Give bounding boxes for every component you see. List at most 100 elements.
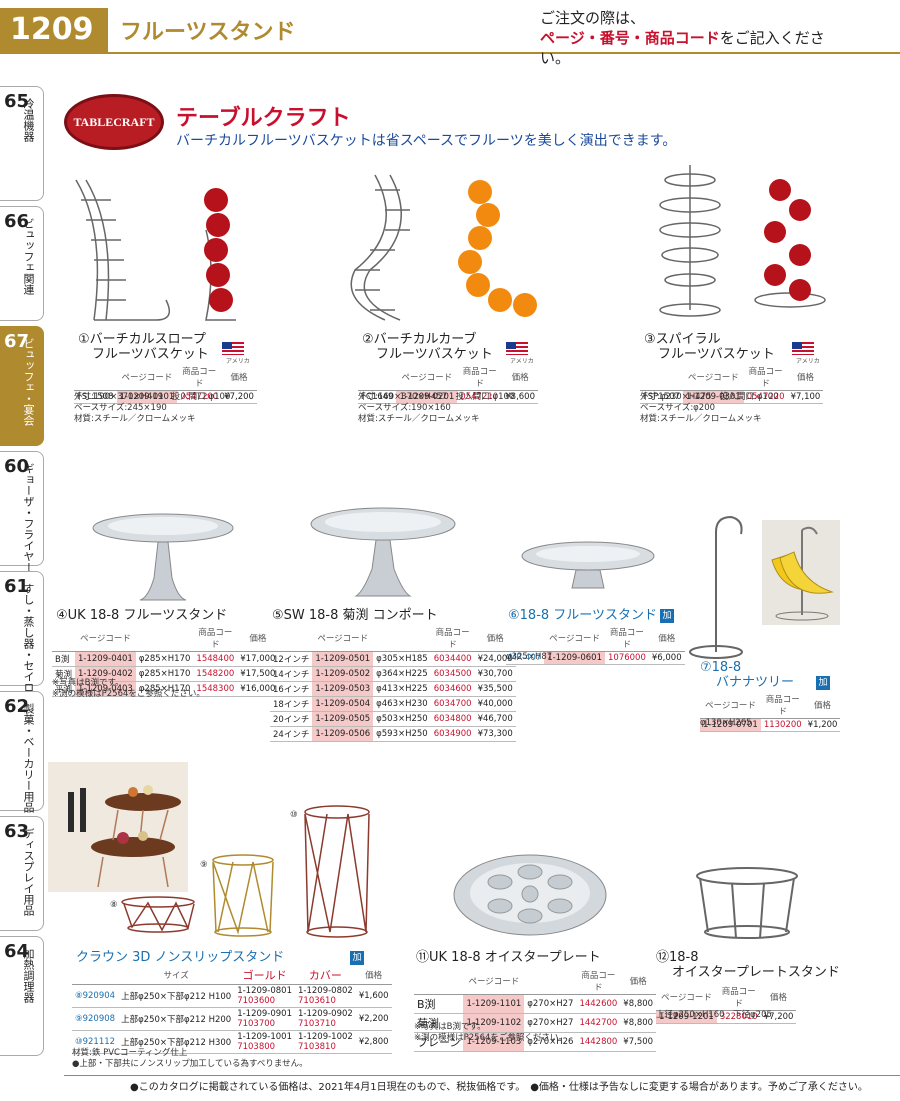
product-4-notes: ※写真はB渕です。※渕の模様はP2564をご参照ください。 xyxy=(52,678,205,700)
brand-name: テーブルクラフト xyxy=(176,106,351,131)
price: ¥46,700 xyxy=(474,711,516,727)
price: ¥1,200 xyxy=(804,718,841,732)
size-inch: 16インチ xyxy=(270,681,313,697)
page-code: 1-1209-0402 xyxy=(75,666,136,682)
side-tab-label: 加熱調理器 xyxy=(22,948,35,1003)
size-inch: 20インチ xyxy=(270,711,313,727)
side-tab-label: 製菓・ベーカリー用品 xyxy=(22,703,35,813)
price: ¥7,100 xyxy=(787,390,824,404)
price: ¥7,200 xyxy=(760,1010,797,1024)
processing-available-badge: 加 xyxy=(350,951,364,965)
col-header: 商品コード xyxy=(576,968,621,995)
page-code: 1-1209-0301 xyxy=(682,390,744,404)
product-3-title: ③スパイラルフルーツバスケット xyxy=(644,332,775,362)
fruit-stand-18-8-image xyxy=(521,541,655,589)
col-header: 商品コード xyxy=(177,364,222,391)
oyster-plate-stand-image xyxy=(696,867,798,939)
product-5-title: ⑤SW 18-8 菊渕 コンポート xyxy=(272,608,438,623)
flag-caption: アメリカ xyxy=(510,358,534,365)
size: φ593×H250 xyxy=(373,726,431,742)
product-7-title-line2: バナナツリー xyxy=(716,675,795,690)
side-tab-label: ビュッフェ関連 xyxy=(22,218,35,295)
col-header: サイズ xyxy=(118,966,235,985)
page-code: 1-1209-0701 xyxy=(700,718,761,732)
side-tab-label: すし・蒸し器・セイロ類 xyxy=(22,583,35,704)
label-9: ⑨ xyxy=(200,860,208,870)
note-line: 材質:スチール／クロームメッキ xyxy=(640,414,762,424)
note-line: 外寸:190×370×H419 投入間口:φ100 xyxy=(74,392,231,402)
price: ¥40,000 xyxy=(474,696,516,712)
item-code: 1548400 xyxy=(193,651,238,667)
note-line: ベースサイズ:245×190 xyxy=(74,403,167,413)
page-code: 1-1209-0201 xyxy=(396,390,458,404)
item-code: 7103610 xyxy=(298,996,336,1006)
note-line: 材質:スチール／クロームメッキ xyxy=(358,414,480,424)
usa-flag-icon xyxy=(506,342,528,355)
note-line: ベースサイズ:190×160 xyxy=(358,403,451,413)
page-code: 1-1209-1002 xyxy=(298,1032,353,1042)
col-header: 価格 xyxy=(620,968,657,995)
size: φ285×H170 xyxy=(135,666,194,682)
model-number: ⑧920904 xyxy=(72,984,119,1008)
side-tab-num: 65 xyxy=(4,91,30,112)
note-line: ベースサイズ:φ200 xyxy=(640,403,716,413)
col-header: 商品コード xyxy=(430,625,475,652)
section-title: フルーツスタンド xyxy=(120,20,296,45)
price: ¥30,700 xyxy=(474,666,516,682)
label-10: ⑩ xyxy=(290,810,298,820)
side-tab-label: ギョーザ・フライヤー xyxy=(22,463,35,573)
item-code: 7103600 xyxy=(237,996,276,1006)
tablecraft-logo: TABLECRAFT xyxy=(64,94,164,150)
page-code: 1-1209-0506 xyxy=(312,726,374,742)
size: φ413×H225 xyxy=(373,681,431,697)
label-8: ⑧ xyxy=(110,900,118,910)
price: ¥2,200 xyxy=(355,1007,392,1031)
notice-line1: ご注文の際は、 xyxy=(540,9,646,27)
item-code: 6034700 xyxy=(430,696,475,712)
vertical-curve-basket-image xyxy=(350,174,537,321)
model-number: FSP1507 xyxy=(640,390,683,404)
page-code: 1-1209-0505 xyxy=(312,711,374,727)
item-code: 6034900 xyxy=(430,726,475,742)
size: φ270×H27 xyxy=(524,994,577,1014)
model-number: ⑨920908 xyxy=(72,1007,119,1031)
page-code: 1-1209-0801 xyxy=(237,986,292,996)
col-header: 価格 xyxy=(355,966,392,985)
product-1-title-line1: ①バーチカルスロープ xyxy=(78,332,206,347)
side-tab-num: 63 xyxy=(4,821,30,842)
side-tab-num: 60 xyxy=(4,456,30,477)
price: ¥73,300 xyxy=(474,726,516,742)
col-header: ページコード xyxy=(656,984,717,1011)
size: φ285×H170 xyxy=(135,651,194,667)
item-code: 7103710 xyxy=(298,1019,336,1029)
product-3-title-line1: ③スパイラル xyxy=(644,332,721,347)
product-7-title-line1: ⑦18-8 xyxy=(700,660,742,675)
page-code: 1-1209-1101 xyxy=(463,994,525,1014)
variant: 平渕 xyxy=(52,681,76,697)
item-code: 6034800 xyxy=(430,711,475,727)
col-header xyxy=(414,968,464,995)
notice-line2: ページ・番号・商品コードをご記入ください。 xyxy=(540,28,840,68)
page-code: 1-1209-0601 xyxy=(544,651,605,665)
page-code: 1-1209-1103 xyxy=(463,1032,525,1052)
variant: B渕 xyxy=(52,651,76,667)
price: ¥2,800 xyxy=(355,1030,392,1054)
model-number: MR-407 xyxy=(506,651,545,665)
variant: プレーン xyxy=(414,1032,464,1052)
